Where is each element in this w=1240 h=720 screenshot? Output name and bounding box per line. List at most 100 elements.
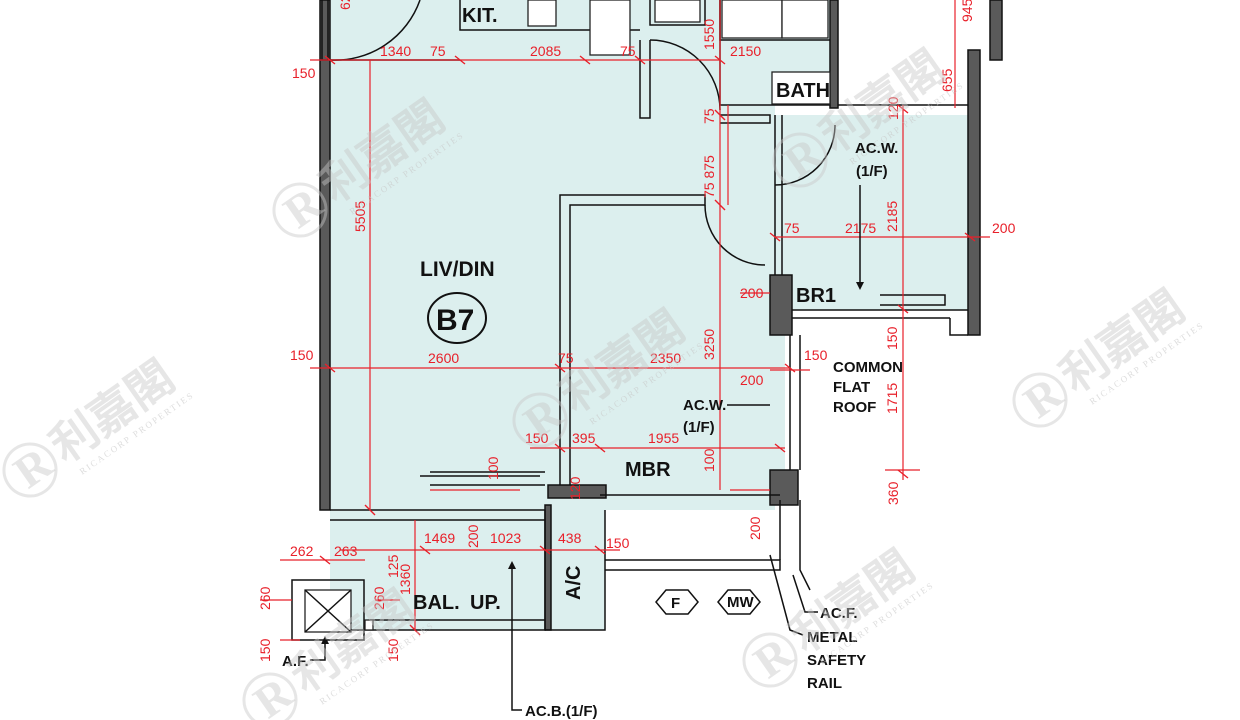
shower-box [781,0,829,39]
metal-rail-3: RAIL [807,675,842,692]
dim-395: 395 [572,430,596,446]
dim-62: 62 [337,0,353,10]
dim-125: 125 [385,554,401,578]
dim-150-roof: 150 [804,347,828,363]
common-roof-2: FLAT [833,379,870,396]
dim-150-left-mid: 150 [290,347,314,363]
dim-150-mbr: 150 [525,430,549,446]
wall-mbr-mid [547,484,607,499]
room-kitchen: KIT. [462,5,498,27]
flat-id-ellipse [427,292,487,344]
dim-1023: 1023 [490,530,521,546]
wall-tower-right [989,0,1003,61]
dim-200-lower: 200 [747,516,763,540]
dim-100-mbr: 100 [701,448,717,472]
wall-left-upper [321,0,329,61]
dim-3250: 3250 [701,329,717,360]
dim-200-bal: 200 [465,524,481,548]
dim-1955: 1955 [648,430,679,446]
bathtub [721,0,783,39]
dimension-labels: 62 945 1340 75 2085 75 1550 2150 150 655… [257,0,1016,662]
dim-100-bal: 100 [485,456,501,480]
dim-438: 438 [558,530,582,546]
dim-150-bottom-b: 150 [385,638,401,662]
dim-1360: 1360 [397,564,413,595]
floor-areas [330,0,970,630]
dim-1469: 1469 [424,530,455,546]
dim-2150: 2150 [730,43,761,59]
acw-lower: AC.W. [683,397,726,414]
dim-260-left: 260 [257,586,273,610]
dim-2350: 2350 [650,350,681,366]
main-floor [330,60,775,510]
sink [654,0,701,23]
dim-150-bottom-a: 150 [257,638,273,662]
br1-floor [775,115,970,310]
dimension-lines [260,0,990,641]
af-left: A.F. [282,653,309,670]
wall-left [319,0,331,511]
room-ac: A/C [563,566,585,600]
acw-upper: AC.W. [855,140,898,157]
wall-right-outer [967,49,981,336]
room-br1: BR1 [796,285,836,307]
dim-150-br1: 150 [884,326,900,350]
dim-120: 120 [885,96,901,120]
dim-75-b: 75 [620,43,636,59]
dim-75-br1: 75 [784,220,800,236]
common-roof-1: COMMON [833,359,903,376]
dim-75-a: 75 [430,43,446,59]
room-living-dining: LIV/DIN [420,258,495,281]
dim-260-right: 260 [371,586,387,610]
dim-200-br1: 200 [740,285,764,301]
wall-mbr-col [769,469,799,506]
dim-150-ac: 150 [606,535,630,551]
dim-75-mid: 75 [558,350,574,366]
dim-200-mid: 200 [740,372,764,388]
dim-360: 360 [885,481,901,505]
kitchen-sink [527,0,557,27]
dim-5505: 5505 [352,201,368,232]
af-small-box [364,619,374,631]
metal-rail-1: METAL [807,629,858,646]
dim-2600: 2600 [428,350,459,366]
room-labels: KIT. BATH LIV/DIN B7 BR1 MBR BAL. UP. A/… [413,5,836,614]
dim-200-right: 200 [992,220,1016,236]
acf-right: AC.F. [820,605,858,622]
wall-br1-col1 [769,274,793,336]
wall-bal-col [544,504,552,631]
dim-263: 263 [334,543,358,559]
room-mbr: MBR [625,459,671,481]
dim-945: 945 [959,0,975,22]
acb-label: AC.B.(1/F) [525,703,598,720]
af-shaft [291,579,365,641]
acw-upper-floor: (1/F) [856,163,888,180]
microwave-label: MW [727,594,754,611]
ac-floor [545,505,600,630]
dim-262: 262 [290,543,314,559]
room-up: UP. [470,592,501,614]
outlines [291,0,968,641]
dim-1340: 1340 [380,43,411,59]
dim-150-top: 150 [292,65,316,81]
fridge-label: F [671,595,680,612]
dim-75-875: 75 875 [701,155,717,198]
hob [589,0,631,56]
dim-120-bal: 120 [567,476,583,500]
annotations: AC.W. (1/F) AC.W. (1/F) COMMON FLAT ROOF… [282,140,903,720]
dim-2185: 2185 [884,201,900,232]
metal-rail-2: SAFETY [807,652,866,669]
room-balcony: BAL. [413,592,460,614]
fridge-symbol [655,589,699,615]
bath-label-box [771,71,831,105]
balcony-floor [330,510,545,630]
dim-75-bath: 75 [701,108,717,124]
common-roof-3: ROOF [833,399,876,416]
dim-2085: 2085 [530,43,561,59]
dim-1550: 1550 [701,19,717,50]
dim-655: 655 [939,68,955,92]
wall-right-top [829,0,839,109]
room-bath: BATH [776,80,830,102]
microwave-symbol [717,589,761,615]
